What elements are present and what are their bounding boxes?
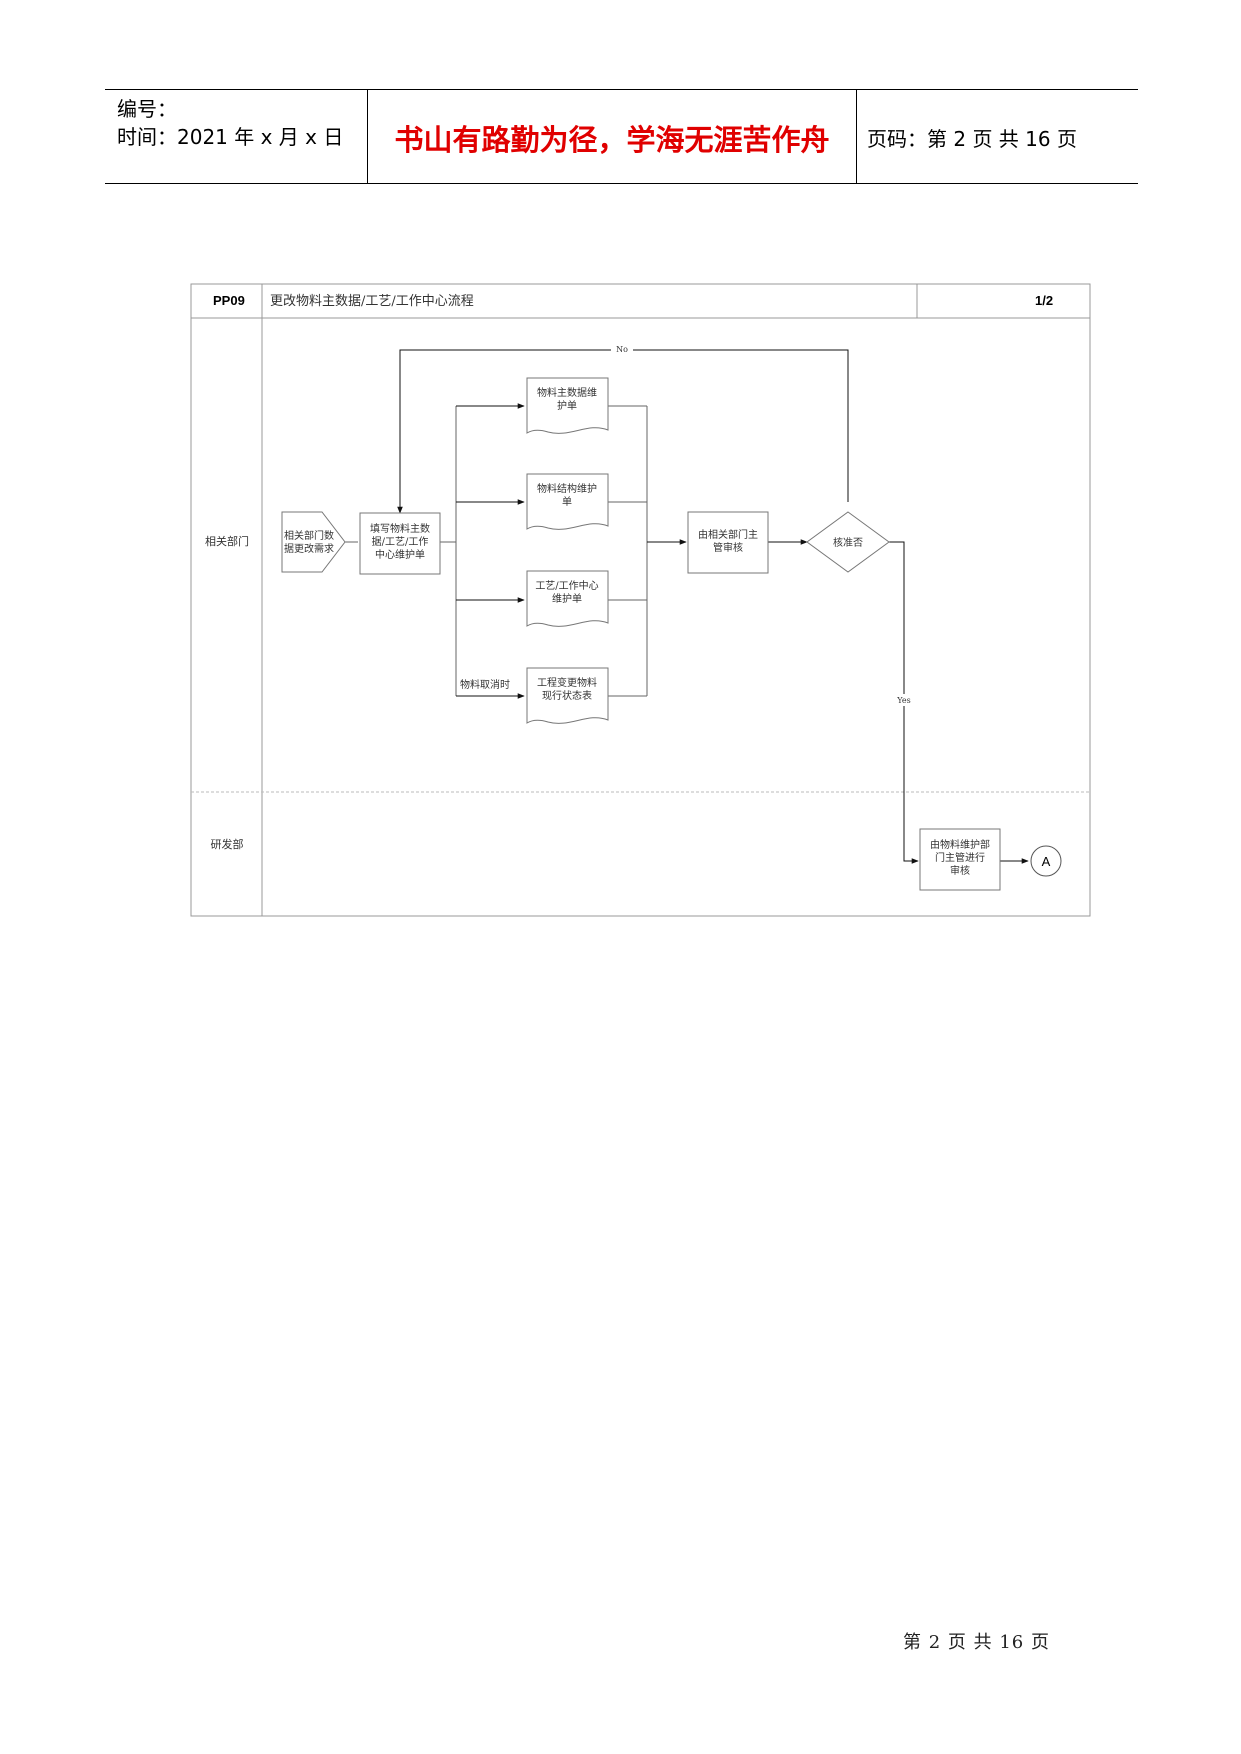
node-request: 相关部门数 据更改需求 (281, 511, 346, 573)
node-request-line1: 相关部门数 (284, 529, 334, 542)
node-connector-a-label: A (1042, 854, 1051, 869)
node-rd-review-line1: 由物料维护部 (930, 838, 990, 851)
node-fill-form: 填写物料主数 据/工艺/工作 中心维护单 (359, 512, 441, 575)
lane-label-rd-dept: 研发部 (211, 837, 244, 851)
node-doc-status-line1: 工程变更物料 (537, 676, 597, 689)
flowchart-title: 更改物料主数据/工艺/工作中心流程 (270, 294, 474, 309)
node-dept-review: 由相关部门主 管审核 (687, 511, 769, 574)
date-label: 时间：2021 年 x 月 x 日 (117, 125, 344, 149)
node-rd-review-line2: 门主管进行 (935, 851, 985, 864)
node-doc-master-line2: 护单 (557, 399, 577, 412)
motto: 书山有路勤为径，学海无涯苦作舟 (394, 123, 830, 157)
label-yes: Yes (896, 696, 910, 705)
node-decision-label: 核准否 (833, 536, 863, 549)
label-cancel: 物料取消时 (460, 678, 510, 691)
node-doc-master-line1: 物料主数据维 (537, 386, 597, 399)
node-fill-form-line1: 填写物料主数 (370, 522, 430, 535)
node-doc-routing-line1: 工艺/工作中心 (535, 579, 598, 592)
flow-connectors (342, 349, 1029, 864)
node-doc-master: 物料主数据维 护单 (526, 377, 609, 434)
node-doc-status-line2: 现行状态表 (542, 689, 592, 702)
node-rd-review: 由物料维护部 门主管进行 审核 (919, 828, 1001, 891)
flowchart-page: 1/2 (1035, 293, 1053, 308)
node-decision: 核准否 (806, 511, 890, 573)
label-no: No (616, 345, 628, 354)
node-doc-bom-line2: 单 (562, 496, 572, 508)
page-header: 编号： 时间：2021 年 x 月 x 日 书山有路勤为径，学海无涯苦作舟 页码… (105, 89, 1138, 184)
node-doc-routing-line2: 维护单 (552, 592, 582, 605)
node-rd-review-line3: 审核 (950, 864, 970, 877)
page-footer: 第 2 页 共 16 页 (903, 1632, 1050, 1653)
flowchart-diagram: PP09 更改物料主数据/工艺/工作中心流程 1/2 相关部门 研发部 相关部门… (190, 283, 1091, 917)
node-request-line2: 据更改需求 (284, 542, 334, 555)
node-fill-form-line3: 中心维护单 (375, 548, 425, 561)
node-doc-bom-line1: 物料结构维护 (537, 482, 597, 495)
lane-label-related-dept: 相关部门 (205, 534, 249, 548)
serial-label: 编号： (117, 97, 177, 121)
header-page-cell: 页码：第 2 页 共 16 页 (857, 90, 1137, 183)
header-meta-cell: 编号： 时间：2021 年 x 月 x 日 (105, 90, 368, 183)
header-motto-cell: 书山有路勤为径，学海无涯苦作舟 (368, 90, 857, 183)
header-page-number: 页码：第 2 页 共 16 页 (867, 127, 1077, 151)
flowchart-code: PP09 (213, 293, 245, 308)
node-doc-status: 工程变更物料 现行状态表 (526, 667, 609, 724)
node-doc-routing: 工艺/工作中心 维护单 (526, 570, 609, 627)
node-dept-review-line2: 管审核 (713, 541, 743, 554)
node-doc-bom: 物料结构维护 单 (526, 473, 609, 530)
node-connector-a: A (1030, 845, 1062, 877)
node-dept-review-line1: 由相关部门主 (698, 528, 758, 541)
flowchart-frame (190, 283, 1091, 917)
node-fill-form-line2: 据/工艺/工作 (372, 535, 429, 548)
